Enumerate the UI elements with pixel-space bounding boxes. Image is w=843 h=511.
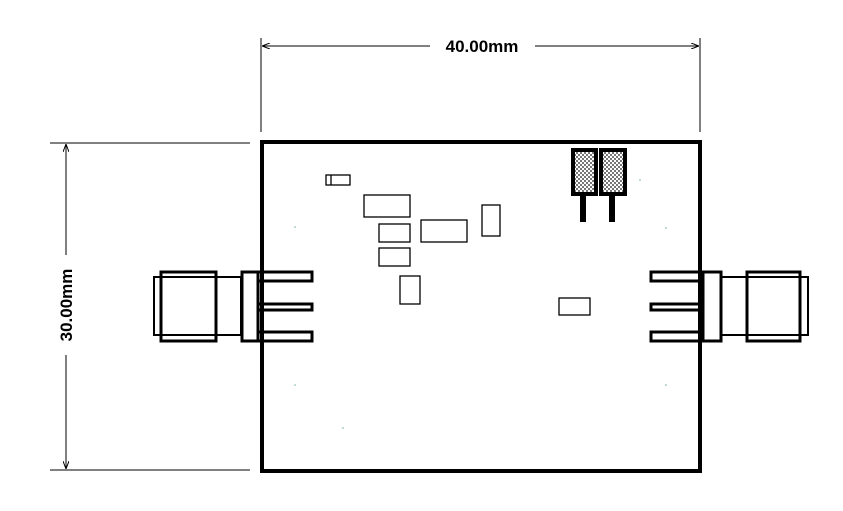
component-small-diode [325,174,351,186]
right-connector [649,270,809,343]
via-markers [294,179,667,429]
header-pads [571,148,627,222]
left-connector [153,270,314,343]
pad-trace [580,194,586,222]
components [325,174,591,316]
width-dimension-label: 40.00mm [446,37,519,56]
component [399,275,421,305]
component [558,297,591,316]
height-dimension-label: 30.00mm [57,269,76,342]
width-dimension: 40.00mm [260,37,701,132]
pad [599,148,627,196]
pad [571,148,598,196]
component [378,247,411,267]
board-outline [260,140,702,473]
component [420,219,468,243]
component [363,194,411,218]
component [378,223,411,243]
height-dimension: 30.00mm [50,142,250,471]
component [481,204,501,237]
pad-trace [609,194,615,222]
